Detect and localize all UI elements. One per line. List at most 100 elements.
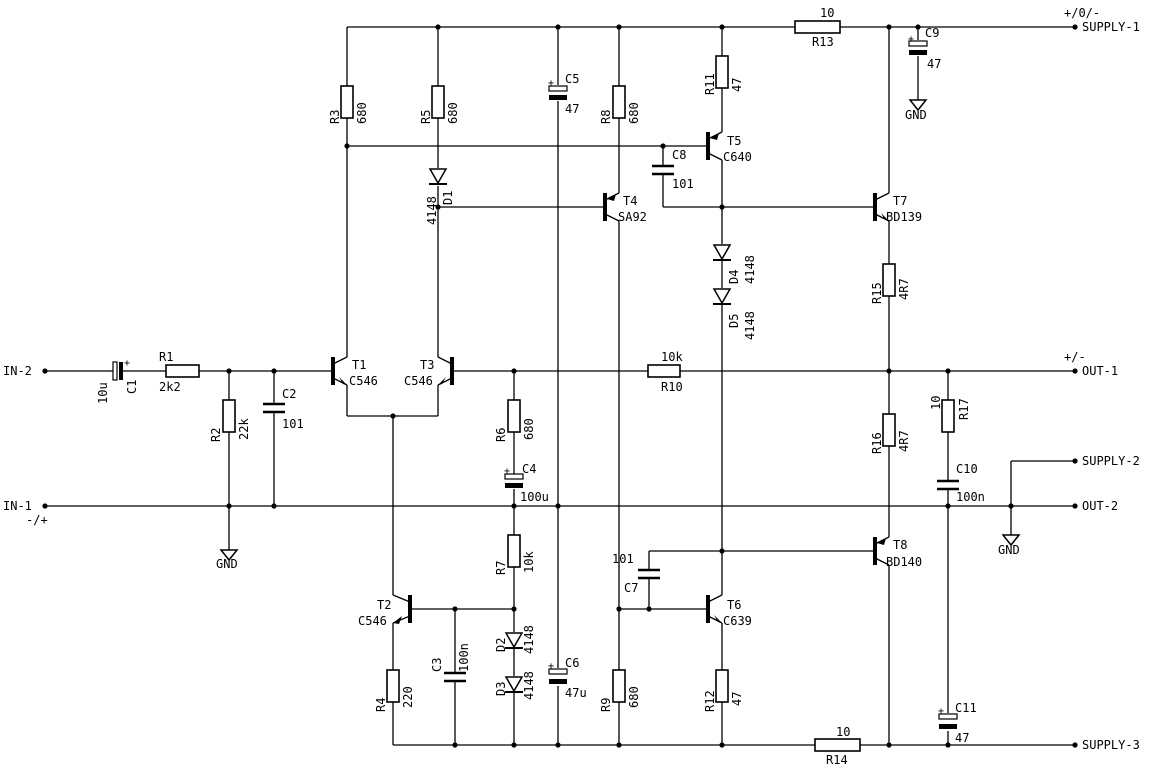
c9-plus: + (908, 34, 914, 45)
c1-value: 10u (96, 382, 110, 404)
port-out1-label: OUT-1 (1082, 364, 1118, 378)
r14-name: R14 (826, 753, 848, 767)
capacitor-c2 (263, 402, 285, 414)
t5-name: T5 (727, 134, 741, 148)
r11-value: 47 (730, 78, 744, 92)
t3-name: T3 (420, 358, 434, 372)
t1-value: C546 (349, 374, 378, 388)
r12-value: 47 (730, 692, 744, 706)
r3-name: R3 (328, 110, 342, 124)
capacitor-c3 (444, 671, 466, 683)
r2-value: 22k (237, 418, 251, 440)
r7-value: 10k (522, 551, 536, 573)
c5-plus: + (548, 78, 554, 89)
t2-name: T2 (377, 598, 391, 612)
t7-name: T7 (893, 194, 907, 208)
junction-dots (42, 24, 1078, 748)
c2-name: C2 (282, 387, 296, 401)
resistor-r9 (612, 669, 626, 703)
d5-value: 4148 (743, 311, 757, 340)
capacitor-c7 (638, 568, 660, 580)
t7-value: BD139 (886, 210, 922, 224)
port-out2-label: OUT-2 (1082, 499, 1118, 513)
transistor-t3 (437, 356, 454, 386)
c5-name: C5 (565, 72, 579, 86)
port-in2-label: IN-2 (3, 364, 32, 378)
transistor-t6 (706, 594, 723, 624)
c7-name: C7 (624, 581, 638, 595)
c6-name: C6 (565, 656, 579, 670)
r17-name: R17 (957, 398, 971, 420)
transistor-t5 (706, 131, 723, 161)
resistor-r2 (222, 399, 236, 433)
r7-name: R7 (494, 561, 508, 575)
c3-value: 100n (457, 643, 471, 672)
c5-value: 47 (565, 102, 579, 116)
resistor-r1 (165, 364, 200, 378)
diode-d3 (504, 676, 524, 693)
r8-value: 680 (627, 102, 641, 124)
c11-name: C11 (955, 701, 977, 715)
labels: IN-2 IN-1 -/+ +/0/- SUPPLY-1 +/- OUT-1 S… (3, 6, 1140, 767)
resistor-r11 (715, 55, 729, 89)
port-supply1-polarity: +/0/- (1064, 6, 1100, 20)
resistor-r15 (882, 263, 896, 297)
r10-name: R10 (661, 380, 683, 394)
r1-value: 2k2 (159, 380, 181, 394)
diode-d4 (712, 244, 732, 261)
r2-name: R2 (209, 428, 223, 442)
t2-value: C546 (358, 614, 387, 628)
r9-name: R9 (599, 698, 613, 712)
port-out1-polarity: +/- (1064, 350, 1086, 364)
d3-value: 4148 (522, 671, 536, 700)
r4-value: 220 (401, 686, 415, 708)
c4-name: C4 (522, 462, 536, 476)
d5-name: D5 (727, 314, 741, 328)
ground-icon (908, 99, 928, 112)
capacitors (108, 40, 959, 729)
r5-name: R5 (419, 110, 433, 124)
diode-d5 (712, 288, 732, 305)
r6-name: R6 (494, 428, 508, 442)
port-supply3-label: SUPPLY-3 (1082, 738, 1140, 752)
c10-name: C10 (956, 462, 978, 476)
r6-value: 680 (522, 418, 536, 440)
c1-name: C1 (125, 380, 139, 394)
c1-plus: + (124, 358, 130, 369)
capacitor-c9 (908, 40, 928, 55)
d4-value: 4148 (743, 255, 757, 284)
gnd-label: GND (998, 543, 1020, 557)
resistor-r12 (715, 669, 729, 703)
c6-value: 47u (565, 686, 587, 700)
capacitor-c5 (548, 85, 568, 100)
r9-value: 680 (627, 686, 641, 708)
r14-value: 10 (836, 725, 850, 739)
c9-name: C9 (925, 26, 939, 40)
diodes (428, 168, 732, 693)
transistors (331, 131, 890, 624)
resistor-r4 (386, 669, 400, 703)
t1-name: T1 (352, 358, 366, 372)
wires (45, 26, 1075, 746)
resistor-r8 (612, 85, 626, 119)
port-in1-label: IN-1 (3, 499, 32, 513)
c7-value: 101 (612, 552, 634, 566)
resistor-r13 (794, 20, 841, 34)
r15-value: 4R7 (897, 278, 911, 300)
r10-value: 10k (661, 350, 683, 364)
c3-name: C3 (430, 658, 444, 672)
diode-d2 (504, 632, 524, 649)
resistor-r6 (507, 399, 521, 433)
r3-value: 680 (355, 102, 369, 124)
c4-value: 100u (520, 490, 549, 504)
resistor-r10 (647, 364, 681, 378)
capacitor-c6 (548, 668, 568, 684)
c10-value: 100n (956, 490, 985, 504)
r13-name: R13 (812, 35, 834, 49)
gnd-label: GND (216, 557, 238, 571)
r13-value: 10 (820, 6, 834, 20)
r8-name: R8 (599, 110, 613, 124)
resistors (165, 20, 955, 752)
port-in1-polarity: -/+ (26, 513, 48, 527)
